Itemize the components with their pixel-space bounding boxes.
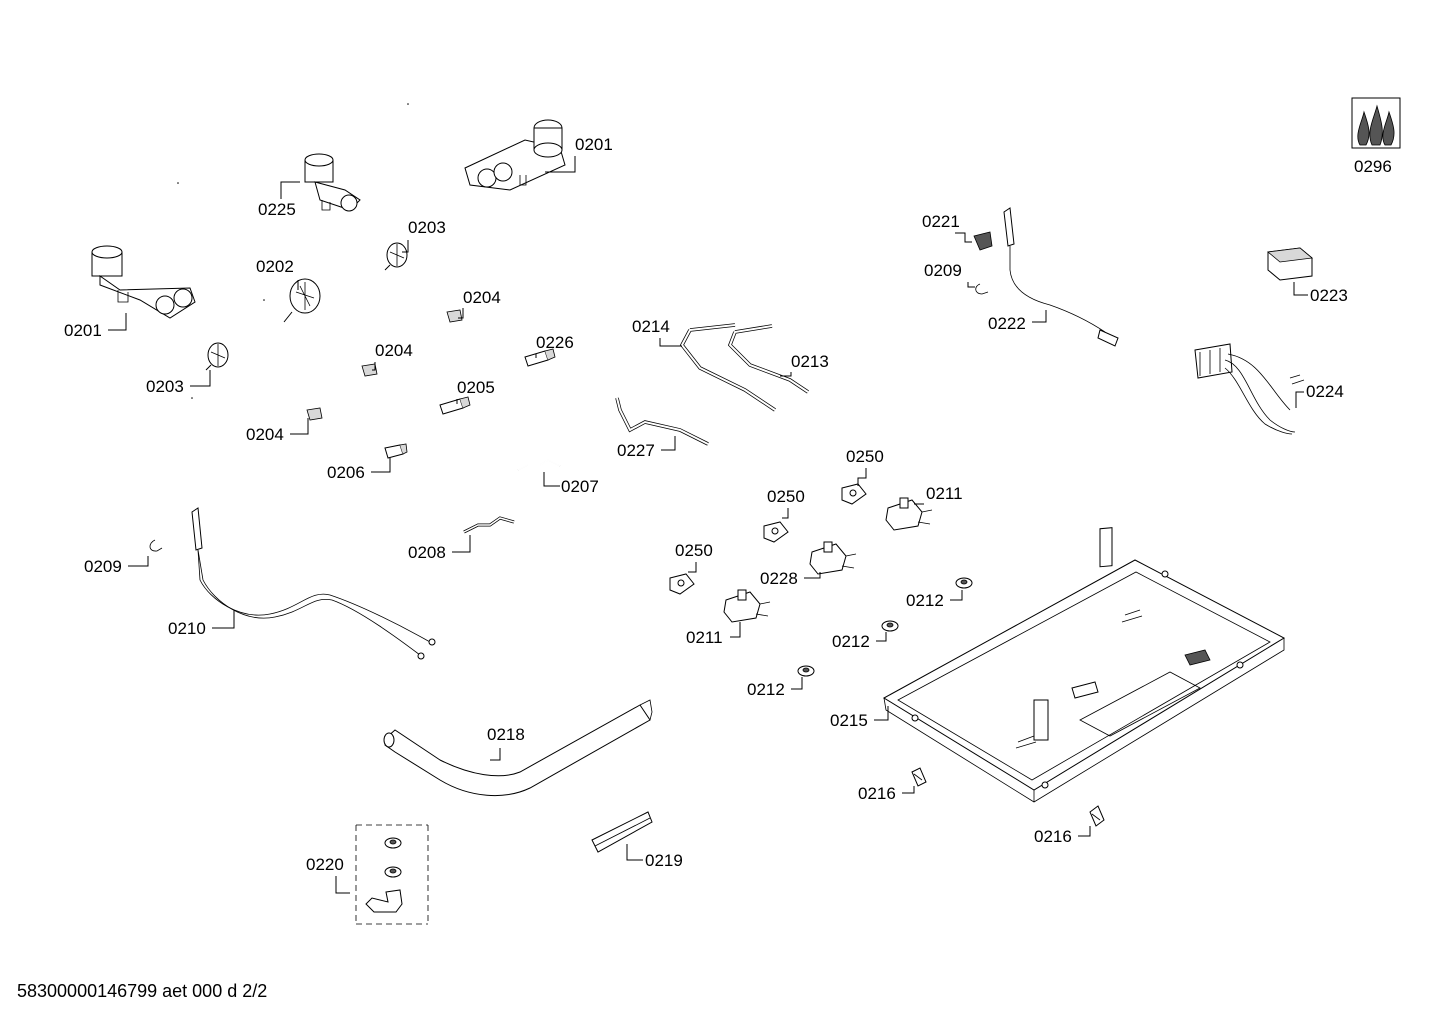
- label-0202: 0202: [256, 257, 294, 276]
- cap-0221: [973, 231, 993, 251]
- label-0296: 0296: [1354, 157, 1392, 176]
- burner-disc-0203-top: [384, 242, 408, 271]
- label-0213: 0213: [791, 352, 829, 371]
- connector-kit-0220: [355, 824, 429, 925]
- label-0204-b: 0204: [375, 341, 413, 360]
- label-0204-c: 0204: [246, 425, 284, 444]
- label-0219: 0219: [645, 851, 683, 870]
- label-0211-left: 0211: [686, 628, 723, 647]
- thermocouple-0210: [191, 507, 436, 660]
- label-0216-a: 0216: [858, 784, 896, 803]
- mounting-strip-0219: [591, 811, 653, 853]
- pipe-0213: [727, 324, 809, 394]
- pipe-0214: [679, 323, 776, 412]
- label-0208: 0208: [408, 543, 446, 562]
- thermocouple-0222: [1003, 207, 1119, 347]
- label-0210: 0210: [168, 619, 206, 638]
- bracket-0216-b: [1089, 805, 1105, 827]
- label-0214: 0214: [632, 317, 670, 336]
- injector-0204-a: [446, 309, 463, 323]
- burner-disc-0203-left: [205, 342, 229, 371]
- label-0227: 0227: [617, 441, 655, 460]
- gas-flame-icon: [1351, 97, 1401, 149]
- switch-block-0224: [1194, 343, 1305, 435]
- label-0226: 0226: [536, 333, 574, 352]
- label-0216-b: 0216: [1034, 827, 1072, 846]
- hob-base-tray-0215: [883, 527, 1286, 803]
- label-0218: 0218: [487, 725, 525, 744]
- spark-generator-0223: [1267, 247, 1313, 281]
- gas-tap-manifold-top: [464, 119, 566, 191]
- label-0206: 0206: [327, 463, 365, 482]
- label-0221: 0221: [922, 212, 960, 231]
- socket-0250-top: [841, 483, 867, 505]
- pipe-0207: [517, 459, 561, 471]
- gas-tap-manifold-left: [91, 245, 196, 319]
- label-0212-b: 0212: [832, 632, 870, 651]
- label-0205: 0205: [457, 378, 495, 397]
- gas-tap-small: [304, 153, 361, 212]
- label-0204-a: 0204: [463, 288, 501, 307]
- document-id: 58300000146799 aet 000 d 2/2: [17, 981, 268, 1001]
- label-0211-top: 0211: [926, 484, 963, 503]
- label-0201-left: 0201: [64, 321, 102, 340]
- nozzle-0205: [439, 396, 471, 415]
- clip-0209-right: [975, 283, 989, 295]
- label-0220: 0220: [306, 855, 344, 874]
- label-0207: 0207: [561, 477, 599, 496]
- washer-0212-a: [955, 577, 973, 589]
- label-0250-mid: 0250: [767, 487, 805, 506]
- label-0222: 0222: [988, 314, 1026, 333]
- label-0201-top: 0201: [575, 135, 613, 154]
- label-0212-c: 0212: [747, 680, 785, 699]
- injector-0204-b: [361, 363, 378, 377]
- pipe-0208: [463, 516, 515, 534]
- label-0203-top: 0203: [408, 218, 446, 237]
- socket-0250-left: [669, 573, 695, 595]
- label-0203-left: 0203: [146, 377, 184, 396]
- nozzle-0206: [384, 443, 408, 459]
- nozzle-0226: [524, 348, 556, 367]
- label-0228: 0228: [760, 569, 798, 588]
- label-0223: 0223: [1310, 286, 1348, 305]
- label-0212-a: 0212: [906, 591, 944, 610]
- injector-0204-c: [306, 407, 323, 421]
- washer-0212-c: [797, 665, 815, 677]
- valve-0228: [809, 541, 857, 575]
- label-0209-left: 0209: [84, 557, 122, 576]
- label-0224: 0224: [1306, 382, 1344, 401]
- socket-0250-mid: [763, 521, 789, 543]
- burner-disc-0202: [283, 278, 321, 323]
- washer-0212-b: [881, 620, 899, 632]
- main-gas-pipe-0218: [383, 699, 653, 797]
- label-0250-top: 0250: [846, 447, 884, 466]
- label-0215: 0215: [830, 711, 868, 730]
- label-0250-left: 0250: [675, 541, 713, 560]
- clip-0209-left: [149, 539, 163, 552]
- pipe-0227: [615, 397, 709, 446]
- label-0225: 0225: [258, 200, 296, 219]
- valve-0211-top: [885, 497, 933, 531]
- valve-0211-left: [723, 589, 771, 623]
- bracket-0216-a: [911, 767, 927, 787]
- label-0209-right: 0209: [924, 261, 962, 280]
